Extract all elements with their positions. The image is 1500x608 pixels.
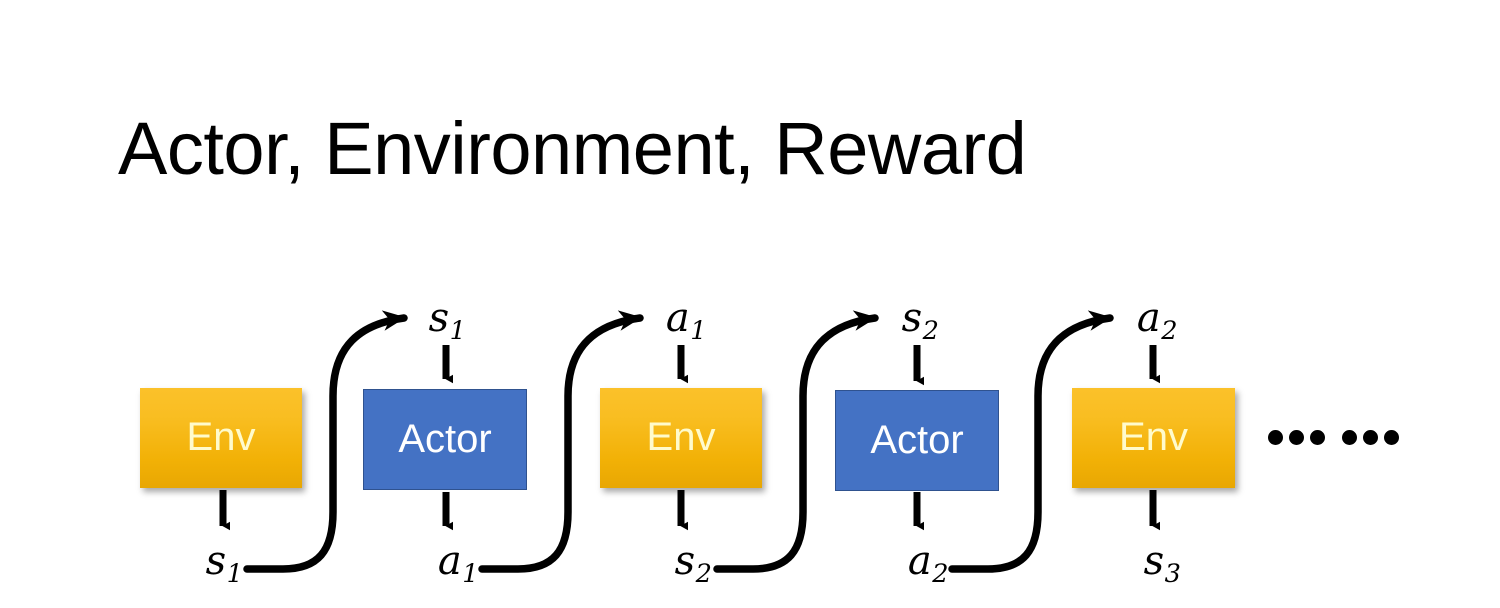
var-base: s <box>428 295 450 341</box>
action-label-a2-bottom: a2 <box>907 538 949 586</box>
action-label-a1-top: a1 <box>665 295 707 343</box>
node-label: Env <box>646 415 716 459</box>
node-label: Actor <box>398 416 492 461</box>
var-subscript: 1 <box>226 558 243 589</box>
var-subscript: 2 <box>695 558 712 589</box>
var-base: a <box>437 538 462 584</box>
var-base: a <box>1136 295 1161 341</box>
var-subscript: 2 <box>932 558 949 589</box>
var-base: s <box>205 538 227 584</box>
state-label-s3-bottom: s3 <box>1143 538 1181 586</box>
var-base: s <box>901 295 923 341</box>
node-env-2[interactable]: Env <box>600 388 762 488</box>
node-label: Env <box>1119 415 1188 459</box>
node-env-3[interactable]: Env <box>1072 388 1235 488</box>
ellipsis-dot <box>1310 430 1325 445</box>
action-label-a2-top: a2 <box>1136 295 1178 343</box>
var-subscript: 2 <box>1161 315 1178 346</box>
action-label-a1-bottom: a1 <box>437 538 479 586</box>
node-actor-1[interactable]: Actor <box>363 389 527 490</box>
node-actor-2[interactable]: Actor <box>835 390 999 491</box>
ellipsis-gap <box>1331 437 1336 438</box>
var-subscript: 3 <box>1164 558 1181 589</box>
ellipsis-icon <box>1268 430 1399 445</box>
node-env-1[interactable]: Env <box>140 388 302 488</box>
state-label-s2-top: s2 <box>901 295 939 343</box>
node-label: Env <box>186 415 256 459</box>
var-subscript: 2 <box>922 315 939 346</box>
ellipsis-dot <box>1342 430 1357 445</box>
node-label: Actor <box>870 417 964 462</box>
ellipsis-dot <box>1289 430 1304 445</box>
ellipsis-dot <box>1384 430 1399 445</box>
var-base: a <box>907 538 932 584</box>
ellipsis-dot <box>1363 430 1378 445</box>
state-label-s2-bottom: s2 <box>674 538 712 586</box>
ellipsis-dot <box>1268 430 1283 445</box>
page-title: Actor, Environment, Reward <box>118 107 1027 190</box>
var-base: s <box>674 538 696 584</box>
var-subscript: 1 <box>449 315 466 346</box>
var-base: s <box>1143 538 1165 584</box>
state-label-s1-top: s1 <box>428 295 466 343</box>
state-label-s1-bottom: s1 <box>205 538 243 586</box>
var-base: a <box>665 295 690 341</box>
var-subscript: 1 <box>690 315 707 346</box>
var-subscript: 1 <box>462 558 479 589</box>
